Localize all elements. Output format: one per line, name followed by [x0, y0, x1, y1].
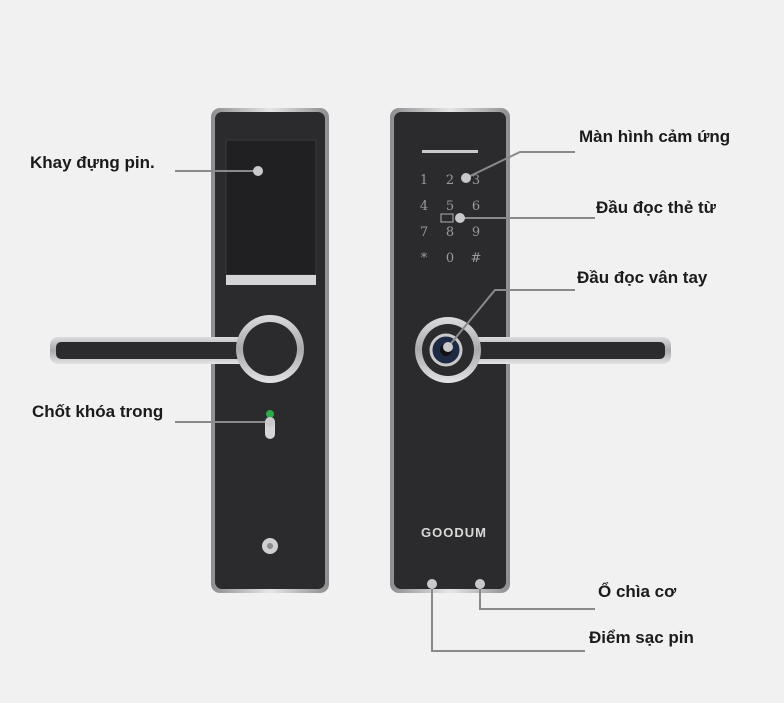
leader-dots — [253, 166, 485, 589]
label-touch-screen: Màn hình cảm ứng — [579, 127, 731, 146]
keypad-key: 8 — [445, 225, 455, 240]
keypad-key: 6 — [471, 199, 481, 214]
leader-mechanical-key — [479, 584, 595, 610]
keypad-key: * — [420, 251, 428, 266]
label-charging-point: Điểm sạc pin — [589, 628, 694, 647]
keypad-key: 9 — [471, 225, 481, 240]
keypad-key: 2 — [445, 173, 455, 188]
keypad-key: 7 — [419, 225, 429, 240]
battery-tray — [225, 139, 317, 276]
leader-lines — [175, 151, 595, 652]
screen-top-bar — [422, 150, 478, 153]
latch-indicator-dot — [266, 410, 274, 418]
keypad-key: # — [470, 251, 482, 266]
battery-tray-edge — [226, 275, 316, 285]
leader-touch-screen — [465, 151, 575, 179]
keypad-key: 3 — [471, 173, 481, 188]
leader-fingerprint — [447, 289, 575, 348]
outside-handle — [415, 317, 671, 383]
brand-logo: GOODUM — [421, 525, 487, 540]
keypad-key: 1 — [419, 173, 429, 188]
label-fingerprint-reader: Đầu đọc vân tay — [577, 268, 708, 287]
label-battery-tray: Khay đựng pin. — [30, 153, 155, 172]
keypad-key: 0 — [445, 251, 455, 266]
leader-charging-point — [431, 584, 585, 652]
inside-handle — [50, 315, 304, 383]
label-mechanical-key: Ổ chìa cơ — [598, 582, 677, 601]
keypad-key: 5 — [445, 199, 455, 214]
card-icon — [440, 213, 454, 223]
keypad-key: 4 — [419, 199, 429, 214]
label-card-reader: Đầu đọc thẻ từ — [596, 198, 716, 217]
label-inner-latch: Chốt khóa trong — [32, 402, 164, 421]
